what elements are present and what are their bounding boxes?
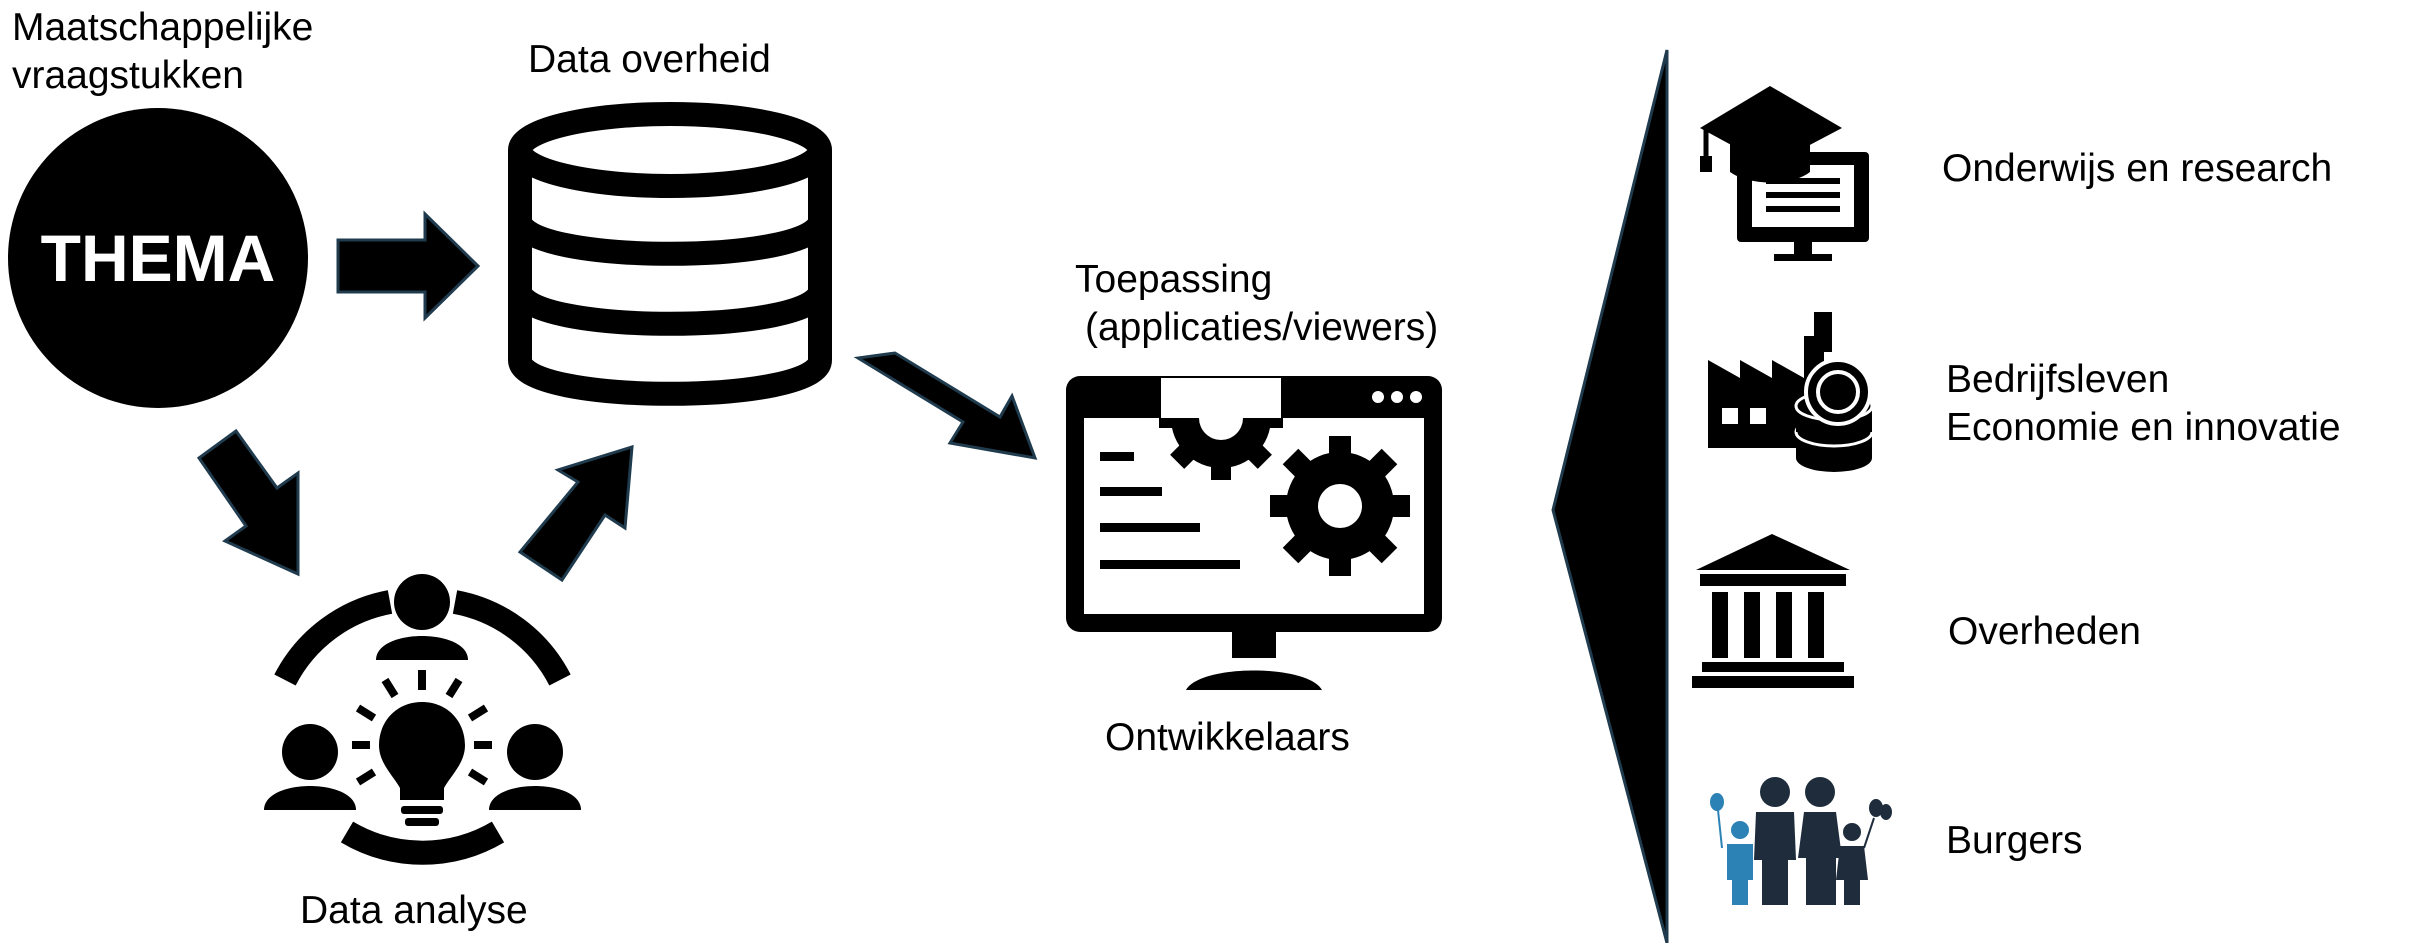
audience-label-line1: Overheden <box>1948 610 2141 653</box>
graduation-cap-monitor-icon <box>1700 86 1869 261</box>
developers-label: Ontwikkelaars <box>1105 716 1350 759</box>
application-label-line1: Toepassing <box>1075 258 1273 301</box>
application-label-line2: (applicaties/viewers) <box>1085 305 1439 349</box>
audience-wedge <box>1551 49 1669 944</box>
arrow-database-to-application <box>853 351 1038 460</box>
government-building-icon <box>1692 534 1854 688</box>
arrow-thema-to-database <box>336 210 481 322</box>
thema-circle-text: THEMA <box>41 221 276 295</box>
audience-label-business: Bedrijfsleven Economie en innovatie <box>1946 356 2341 451</box>
theme-label-line1: Maatschappelijke <box>12 6 314 49</box>
theme-label-line2: vraagstukken <box>12 53 244 97</box>
analysis-label: Data analyse <box>300 889 528 932</box>
theme-label: Maatschappelijke vraagstukken <box>12 4 313 99</box>
database-icon <box>508 102 832 406</box>
application-label: Toepassing (applicaties/viewers) <box>1075 256 1438 351</box>
database-label: Data overheid <box>528 38 771 81</box>
audience-label-citizens: Burgers <box>1946 817 2083 865</box>
audience-label-education: Onderwijs en research <box>1942 145 2332 193</box>
application-monitor-icon <box>1066 376 1442 690</box>
audience-label-line1: Burgers <box>1946 819 2083 862</box>
thema-circle: THEMA <box>8 108 308 408</box>
arrow-analysis-to-database <box>517 444 634 583</box>
audience-label-government: Overheden <box>1948 608 2141 656</box>
audience-label-line2: Economie en innovatie <box>1946 405 2341 449</box>
factory-coins-icon <box>1708 312 1874 472</box>
audience-label-line1: Onderwijs en research <box>1942 147 2333 190</box>
family-balloons-icon <box>1710 777 1892 905</box>
data-analysis-icon <box>264 574 581 865</box>
arrow-thema-to-analysis <box>196 428 300 577</box>
audience-label-line1: Bedrijfsleven <box>1946 358 2170 401</box>
